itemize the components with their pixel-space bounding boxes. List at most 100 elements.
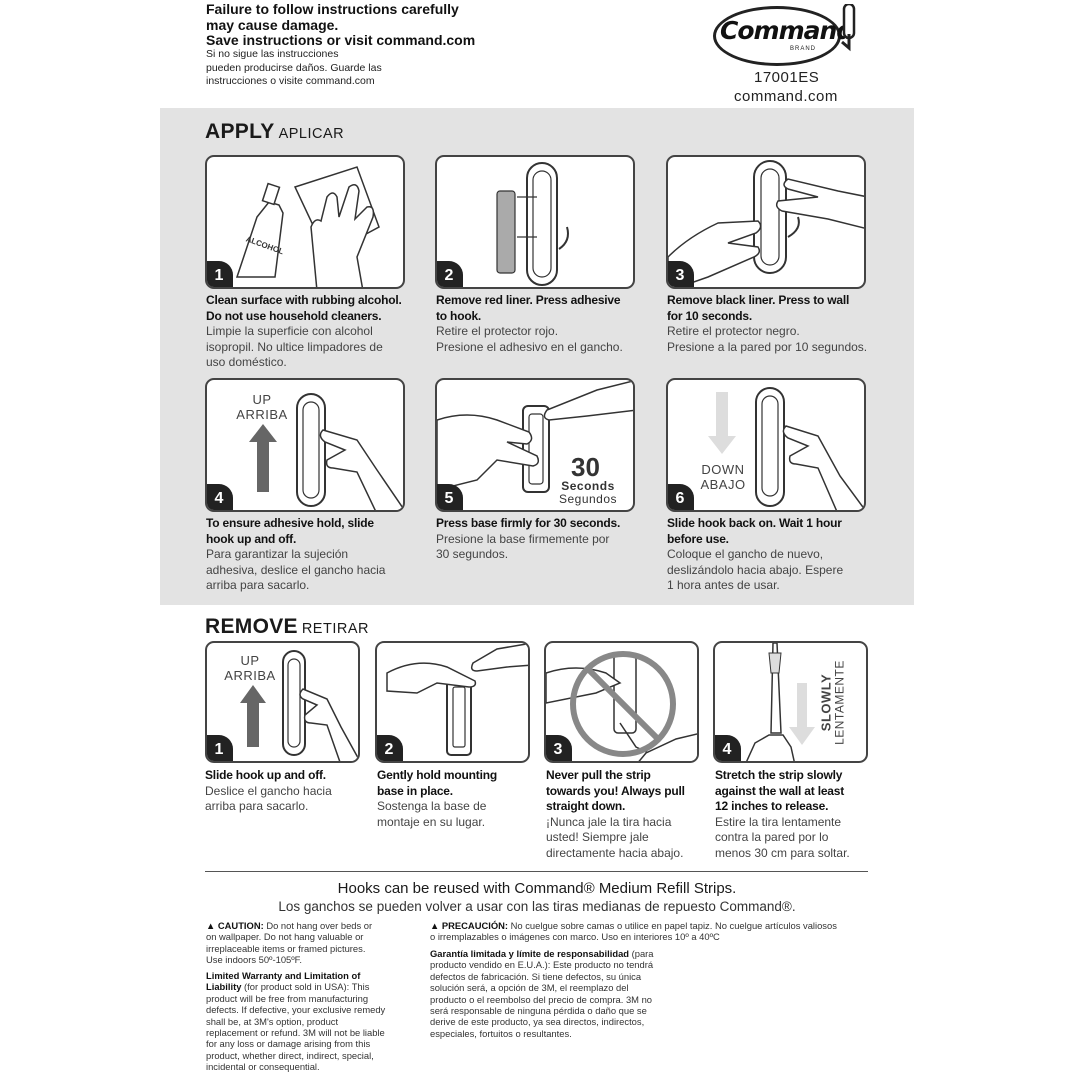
slowly-label: SLOWLY LENTAMENTE [815,649,847,759]
fine-line: derive de este producto, ya sea directos… [430,1016,645,1028]
step-number: 2 [377,735,403,761]
down-label: DOWN ABAJO [688,462,758,492]
fine-line: defects. If defective, your exclusive re… [206,1004,386,1016]
caption-en: Never pull the strip [546,768,651,782]
fine-line: será responsable de ninguna pérdida o da… [430,1005,647,1017]
caption-es: Para garantizar la sujeción [206,547,349,561]
step-number: 1 [207,261,233,287]
caption-es: uso doméstico. [206,355,287,369]
step-number: 3 [668,261,694,287]
website: command.com [734,88,838,105]
remove-step-2-panel: 2 [375,641,530,763]
caption-es: menos 30 cm para soltar. [715,845,850,860]
caption-es: Estire la tira lentamente [715,814,842,829]
caption-en: Remove black liner. Press to wall [667,293,850,307]
warning-triangle-icon: ▲ [430,920,440,931]
caption-en: hook up and off. [206,531,297,546]
caption-es: Retire el protector negro. [667,324,800,338]
apply-title-text: APPLY [205,120,275,143]
warning-text-es: Si no sigue las instrucciones pueden pro… [206,48,382,89]
stretch-strip-icon [745,643,815,761]
caption-en: to hook. [436,308,482,323]
caution-text: ▲ CAUTION: Do not hang over beds or on w… [206,920,411,966]
caption-en: Slide hook up and off. [205,768,326,782]
hold-base-icon [386,643,528,756]
caption-en: Slide hook back on. Wait 1 hour [667,516,842,530]
apply-step-4-panel: UP ARRIBA 4 [205,378,405,512]
fine-line: shall be, at 3M's option, product [206,1015,339,1027]
warranty-title: Liability [206,981,242,993]
reuse-note-es: Los ganchos se pueden volver a usar con … [278,899,796,914]
step-number: 5 [437,484,463,510]
apply-step-6-caption: Slide hook back on. Wait 1 hour before u… [667,516,907,594]
caption-en: before use. [667,531,729,546]
warning-text: Failure to follow instructions carefully… [206,1,476,49]
apply-step-6-panel: DOWN ABAJO 6 [666,378,866,512]
fine-line: Use indoors 50º-105ºF. [206,954,302,966]
brand-name: Command [720,16,854,45]
caption-es: arriba para sacarlo. [205,799,309,813]
caption-es: Sostenga la base de [377,799,487,813]
precaucion-text: ▲ PRECAUCIÓN: No cuelgue sobre camas o u… [430,920,880,943]
down-arrow-icon [708,387,864,510]
caption-es: montaje en su lugar. [377,814,486,829]
label-es: LENTAMENTE [832,660,847,745]
step-number: 2 [437,261,463,287]
caption-es: ¡Nunca jale la tira hacia [546,814,672,829]
caption-es: Presione el adhesivo en el gancho. [436,339,623,354]
prohibited-pull-icon [546,651,697,761]
caption-en: towards you! Always pull [546,783,685,798]
warning-line: Save instructions or visit command.com [206,32,476,48]
remove-step-4-panel: SLOWLY LENTAMENTE 4 [713,641,868,763]
fine-line: replacement or refund. 3M will not be li… [206,1027,385,1039]
brand-logo [713,6,841,66]
caption-es: arriba para sacarlo. [206,578,310,592]
step-number: 4 [715,735,741,761]
caption-en: Gently hold mounting [377,768,497,782]
apply-step-4-caption: To ensure adhesive hold, slide hook up a… [206,516,426,594]
product-code: 17001ES [754,69,820,86]
label-es: ABAJO [700,477,746,492]
caption-es: 30 segundos. [436,547,509,561]
label-en: Seconds [561,479,615,493]
fine-line: o irremplazables o imágenes con marco. U… [430,931,720,943]
caption-en: 12 inches to release. [715,799,829,813]
precaucion-title: PRECAUCIÓN: [441,920,509,931]
garantia-title: Garantía limitada y límite de responsabi… [430,948,630,959]
fine-line: defectos de fabricación. Si tiene defect… [430,970,642,982]
apply-step-3-caption: Remove black liner. Press to wall for 10… [667,293,907,355]
up-arrow-icon [240,650,358,761]
label-es: ARRIBA [236,407,288,422]
warning-line: Failure to follow instructions carefully [206,1,459,17]
seconds-count: 30 [571,452,600,482]
fine-line: for any loss or damage arising from this [206,1038,371,1050]
warning-es-line: instrucciones o visite command.com [206,75,375,87]
fine-line: product will be free from manufacturing [206,992,369,1004]
caption-en: Stretch the strip slowly [715,768,843,782]
warning-es-line: Si no sigue las instrucciones [206,48,339,60]
remove-step-3-panel: 3 [544,641,699,763]
caption-es: directamente hacia abajo. [546,845,684,860]
caption-es: usted! Siempre jale [546,830,649,844]
warranty-text: Limited Warranty and Limitation of Liabi… [206,970,421,1073]
label-en: UP [240,653,260,668]
label-es: ARRIBA [224,668,276,683]
apply-step-2-panel: 2 [435,155,635,289]
caption-es: Limpie la superficie con alcohol [206,324,373,338]
fine-line: on wallpaper. Do not hang valuable or [206,931,364,943]
caution-title: CAUTION: [217,920,264,931]
divider [205,871,868,872]
remove-step-1-panel: UP ARRIBA 1 [205,641,360,763]
apply-step-5-caption: Press base firmly for 30 seconds. Presio… [436,516,661,563]
caption-es: Presione a la pared por 10 segundos. [667,339,868,354]
fine-line: solución será, a opción de 3M, el reempl… [430,982,629,994]
garantia-text: Garantía limitada y límite de responsabi… [430,948,690,1039]
caption-en: straight down. [546,799,626,813]
fine-line: (para [629,948,654,959]
caption-en: To ensure adhesive hold, slide [206,516,374,530]
caption-es: adhesiva, deslice el gancho hacia [206,562,386,577]
remove-subtitle: RETIRAR [301,621,369,637]
caption-es: Deslice el gancho hacia [205,783,332,798]
